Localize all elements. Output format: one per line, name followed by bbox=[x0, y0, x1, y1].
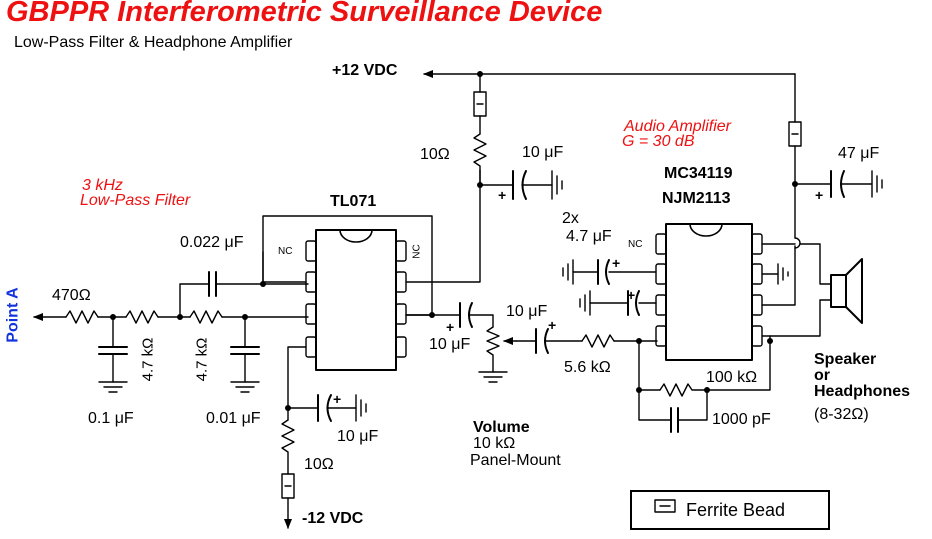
legend-box bbox=[630, 490, 830, 530]
r-neg-supply-label: 10Ω bbox=[304, 456, 334, 473]
r-amp-fb-label: 100 kΩ bbox=[706, 369, 758, 386]
c-feedback-label: 0.022 μF bbox=[180, 234, 244, 251]
speaker-label-4: (8-32Ω) bbox=[814, 406, 869, 423]
r2-label: 4.7 kΩ bbox=[193, 337, 211, 382]
volume-label-3: Panel-Mount bbox=[470, 452, 561, 469]
ic-mc34119 bbox=[665, 223, 753, 361]
svg-text:+: + bbox=[446, 319, 454, 335]
speaker-label-2: or bbox=[814, 367, 830, 384]
speaker-label-3: Headphones bbox=[814, 383, 911, 400]
pos-supply-label: +12 VDC bbox=[332, 62, 398, 79]
r-pos-supply-label: 10Ω bbox=[420, 146, 450, 163]
filter-label-2: Low-Pass Filter bbox=[80, 192, 191, 209]
svg-text:+: + bbox=[612, 255, 620, 271]
page-subtitle: Low-Pass Filter & Headphone Amplifier bbox=[14, 34, 293, 51]
c-amp-bypass-label-2: 4.7 μF bbox=[566, 228, 612, 245]
resistor-5k6 bbox=[581, 334, 615, 348]
neg-supply-label: -12 VDC bbox=[302, 510, 364, 527]
c-amp-bypass-label-1: 2x bbox=[562, 210, 579, 227]
nc-pin-tl071-left: NC bbox=[278, 246, 293, 257]
resistor-10r-neg bbox=[281, 419, 295, 475]
amp-label-2: G = 30 dB bbox=[622, 133, 695, 150]
speaker bbox=[830, 274, 847, 308]
r1-label: 4.7 kΩ bbox=[139, 337, 157, 382]
ic-tl071 bbox=[315, 229, 397, 371]
ic-tl071-label: TL071 bbox=[330, 193, 377, 210]
c2-label: 0.01 μF bbox=[206, 410, 261, 427]
c-neg-supply-label: 10 μF bbox=[337, 428, 379, 445]
c-pos-supply-label: 10 μF bbox=[522, 144, 564, 161]
r-in-label: 470Ω bbox=[52, 287, 91, 304]
c-amp-fb-label: 1000 pF bbox=[712, 411, 771, 428]
svg-text:+: + bbox=[815, 187, 823, 203]
svg-text:+: + bbox=[548, 317, 556, 333]
resistor-4k7-2 bbox=[189, 310, 223, 324]
legend-ferrite-symbol bbox=[654, 499, 676, 513]
resistor-10r-pos bbox=[473, 133, 487, 186]
resistor-100k bbox=[659, 383, 708, 397]
c-amp-supply-label: 47 μF bbox=[838, 145, 880, 162]
legend-label: Ferrite Bead bbox=[686, 500, 786, 520]
point-a-label: Point A bbox=[4, 287, 22, 343]
speaker-label-1: Speaker bbox=[814, 351, 877, 368]
volume-label-2: 10 kΩ bbox=[473, 435, 516, 452]
ic-mc34119-label: MC34119 bbox=[664, 165, 733, 182]
resistor-470 bbox=[65, 310, 99, 324]
filter-label-1: 3 kHz bbox=[82, 177, 123, 194]
volume-pot bbox=[486, 326, 500, 373]
svg-text:+: + bbox=[333, 391, 341, 407]
c-couple2-label: 10 μF bbox=[506, 303, 548, 320]
svg-text:+: + bbox=[498, 187, 506, 203]
page-title: GBPPR Interferometric Surveillance Devic… bbox=[6, 0, 603, 28]
c-couple-label: 10 μF bbox=[429, 336, 471, 353]
nc-pin-tl071-right: NC bbox=[411, 244, 423, 259]
r-amp-in-label: 5.6 kΩ bbox=[564, 359, 611, 376]
resistor-4k7-1 bbox=[125, 310, 159, 324]
volume-label-1: Volume bbox=[473, 419, 530, 436]
amp-label-1: Audio Amplifier bbox=[624, 118, 732, 135]
c1-label: 0.1 μF bbox=[88, 410, 134, 427]
svg-text:+: + bbox=[627, 287, 635, 303]
nc-pin-mc34119: NC bbox=[628, 239, 643, 250]
ic-njm2113-label: NJM2113 bbox=[662, 190, 731, 207]
